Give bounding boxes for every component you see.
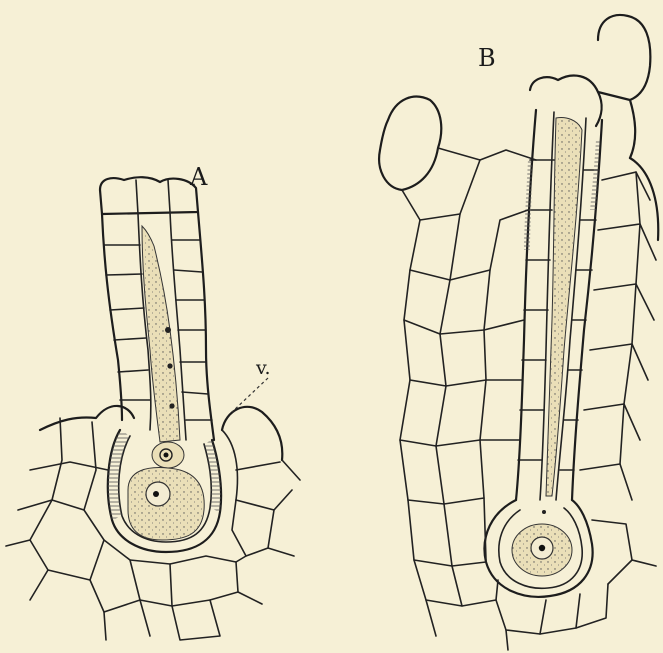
panel-b-label: B <box>478 44 496 72</box>
panel-a-drawing <box>6 177 300 640</box>
venter-annotation: v. <box>255 357 271 379</box>
panel-b-drawing <box>379 15 658 650</box>
panel-a-label: A <box>189 163 208 191</box>
